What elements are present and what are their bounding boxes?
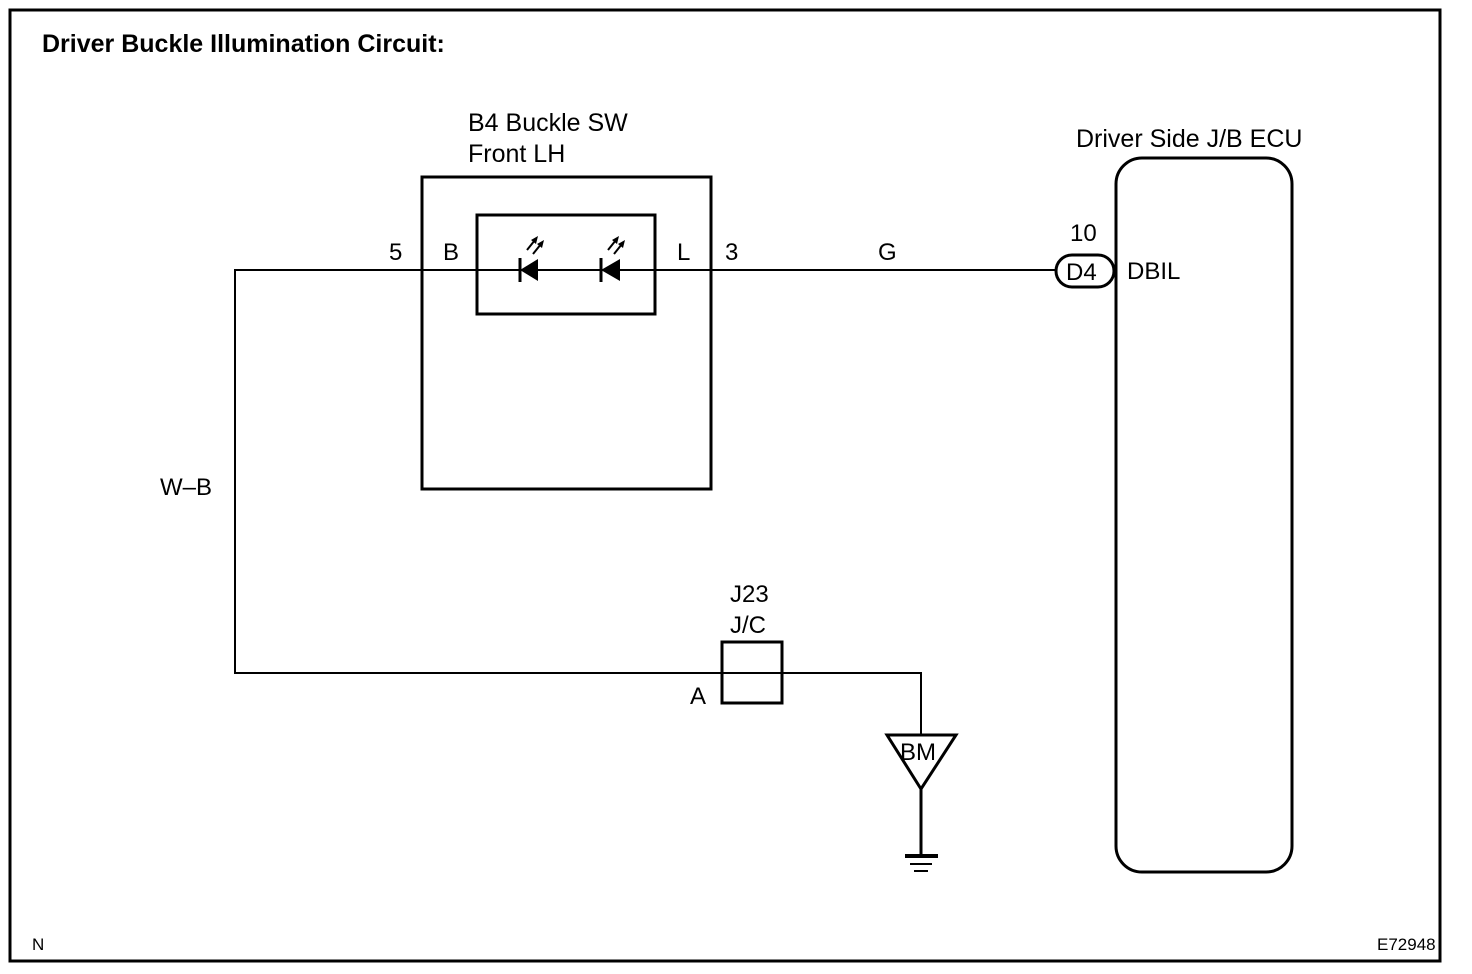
terminal-b-label: B — [443, 239, 459, 266]
ecu-terminal-dbil: DBIL — [1127, 258, 1180, 285]
buckle-switch-name: B4 Buckle SW — [468, 109, 628, 137]
ecu-box — [1114, 156, 1294, 874]
led-module-box — [475, 213, 657, 316]
ecu-pin-10-label: 10 — [1070, 220, 1097, 247]
ground-point-triangle — [884, 733, 959, 792]
buckle-switch-location: Front LH — [468, 140, 565, 168]
diagram-frame — [8, 8, 1442, 963]
ground-point-label: BM — [900, 739, 936, 766]
buckle-switch-box — [420, 175, 713, 491]
junction-terminal-a: A — [690, 683, 706, 710]
wire-to-ground — [782, 672, 922, 735]
diagram-title: Driver Buckle Illumination Circuit: — [42, 30, 445, 58]
junction-type: J/C — [730, 612, 766, 639]
figure-id: E72948 — [1377, 935, 1436, 954]
wire-w-b — [234, 269, 722, 674]
led-icon — [599, 236, 625, 282]
terminal-l-label: L — [677, 239, 690, 266]
led-icon — [518, 236, 544, 282]
junction-name: J23 — [730, 581, 769, 608]
wire-w-b-label: W–B — [160, 474, 212, 501]
footer-left-label: N — [32, 935, 44, 954]
pin-3-label: 3 — [725, 239, 738, 266]
connector-d4 — [1054, 253, 1116, 289]
wire-g-label: G — [878, 239, 897, 266]
pin-5-label: 5 — [389, 239, 402, 266]
ecu-name: Driver Side J/B ECU — [1076, 125, 1302, 153]
connector-d4-label: D4 — [1066, 259, 1097, 286]
ground-icon — [905, 854, 938, 872]
